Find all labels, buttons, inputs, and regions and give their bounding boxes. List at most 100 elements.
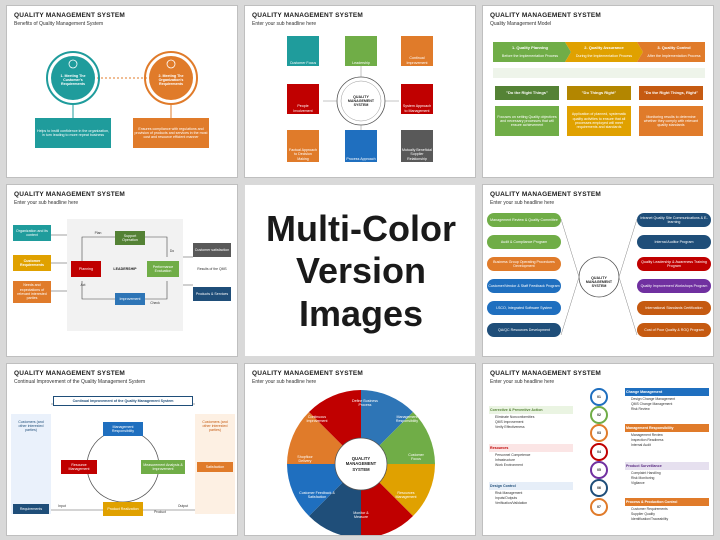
program-left-2: Audit & Compliance Program bbox=[487, 235, 561, 249]
wheel-resources-management: Resources Management bbox=[395, 490, 417, 499]
caption-panel: Multi-Color Version Images bbox=[244, 184, 476, 357]
slide-title: QUALITY MANAGEMENT SYSTEM bbox=[252, 12, 364, 19]
step-number-02: 02 bbox=[597, 413, 601, 417]
left-block-2-item-3: Work Environment bbox=[495, 463, 523, 467]
program-left-3: Business Group Operating Procedures Deve… bbox=[487, 257, 561, 271]
model-step-3-head: 3. Quality Control bbox=[657, 44, 691, 50]
principle-people-involvement: People Involvement bbox=[287, 84, 319, 114]
pdca-performance-evaluation: Performance Evaluation bbox=[147, 261, 179, 277]
model-step-2-head: 2. Quality Assurance bbox=[584, 44, 624, 50]
model-step-2-body: Application of planned, systematic quali… bbox=[567, 106, 631, 136]
wheel-customer-focus: Customer Focus bbox=[408, 452, 424, 461]
wheel-shopfloor-delivery: Shopfloor Delivery bbox=[297, 454, 313, 463]
result-products-services: Products & Services bbox=[193, 287, 231, 301]
model-step-1-body: Focuses on setting Quality objectives an… bbox=[495, 106, 559, 136]
pdca-check-label: Check bbox=[150, 301, 160, 305]
slide-thumbnail-1[interactable]: QUALITY MANAGEMENT SYSTEM Benefits of Qu… bbox=[6, 5, 238, 178]
principle-leadership: Leadership bbox=[345, 36, 377, 66]
right-block-1-item-3: Risk Review bbox=[631, 407, 650, 411]
customers-left: Customers (and other interested parties) bbox=[18, 419, 44, 433]
right-block-2-item-1: Management Review bbox=[631, 433, 663, 437]
slide-thumbnail-2[interactable]: QUALITY MANAGEMENT SYSTEM Enter your sub… bbox=[244, 5, 476, 178]
principles-graphic bbox=[323, 56, 399, 136]
resource-management: Resource Management bbox=[61, 460, 97, 474]
right-block-3-head: Product Surveillance bbox=[625, 462, 709, 470]
left-block-3-item-1: Risk Management bbox=[495, 491, 523, 495]
benefit-circle-customer: 1. Meeting The Customer's Requirements bbox=[60, 73, 86, 87]
left-block-1-head: Corrective & Preventive Action bbox=[489, 406, 573, 414]
pdca-do-label: Do bbox=[169, 249, 175, 253]
slide-title: QUALITY MANAGEMENT SYSTEM bbox=[252, 370, 364, 377]
program-right-4: Quality Improvement Workshops Program bbox=[637, 279, 711, 293]
improvement-banner: Continual Improvement of the Quality Man… bbox=[53, 396, 193, 406]
right-block-3-item-1: Complaint Handling bbox=[631, 471, 661, 475]
model-step-3-quote: "Do the Right Things, Right" bbox=[639, 86, 703, 100]
right-block-2-item-3: Internal Audit bbox=[631, 443, 651, 447]
wheel-management-responsibility: Management Responsibility bbox=[395, 414, 419, 423]
slide-thumbnail-9[interactable]: QUALITY MANAGEMENT SYSTEM Enter your sub… bbox=[482, 363, 714, 536]
principle-process-approach: Process Approach bbox=[345, 130, 377, 162]
pdca-support-operation: Support Operation bbox=[115, 231, 145, 245]
program-graphic bbox=[560, 218, 638, 336]
right-block-4-head: Process & Production Control bbox=[625, 498, 709, 506]
customers-right: Customers (and other interested parties) bbox=[202, 419, 228, 433]
slide-subtitle: Enter your sub headline here bbox=[490, 200, 555, 206]
slide-subtitle: Benefits of Quality Management System bbox=[14, 21, 104, 27]
program-right-2: Internal Auditor Program bbox=[637, 235, 711, 249]
principle-center: QUALITY MANAGEMENT SYSTEM bbox=[347, 94, 375, 108]
slide-subtitle: Enter your sub headline here bbox=[252, 21, 317, 27]
multi-color-caption: Multi-Color Version Images bbox=[266, 207, 456, 334]
input-label: Input bbox=[58, 504, 66, 508]
context-customer-requirements: Customer Requirements bbox=[13, 255, 51, 271]
slide-title: QUALITY MANAGEMENT SYSTEM bbox=[14, 191, 126, 198]
program-left-5: I-SCO, Integrated Software System bbox=[487, 301, 561, 315]
model-step-3-body: Monitoring results to determine whether … bbox=[639, 106, 703, 136]
wheel-customer-feedback: Customer Feedback & Satisfaction bbox=[299, 490, 335, 499]
right-block-3-item-2: Risk Monitoring bbox=[631, 476, 655, 480]
model-graphic bbox=[493, 42, 705, 78]
step-number-03: 03 bbox=[597, 431, 601, 435]
left-block-2-item-1: Personnel Competence bbox=[495, 453, 531, 457]
benefit-box-organization: Ensures compliance with regulations and … bbox=[133, 118, 209, 148]
program-left-4: Customer/Vendor & Staff Feedback Program bbox=[487, 279, 561, 293]
benefits-graphic bbox=[46, 51, 198, 118]
model-step-2-quote: "Do Things Right" bbox=[567, 86, 631, 100]
left-block-3-head: Design Control bbox=[489, 482, 573, 490]
program-right-1: Intranet Quality Site Communications & E… bbox=[637, 213, 711, 227]
slide-thumbnail-7[interactable]: QUALITY MANAGEMENT SYSTEM Continual Impr… bbox=[6, 363, 238, 536]
slide-subtitle: Enter your sub headline here bbox=[490, 379, 555, 385]
result-customer-satisfaction: Customer satisfaction bbox=[193, 243, 231, 257]
wheel-center: QUALITY MANAGEMENT SYSTEM bbox=[345, 456, 377, 472]
slide-subtitle: Enter your sub headline here bbox=[252, 379, 317, 385]
wheel-define-business-process: Define Business Process bbox=[352, 398, 378, 407]
slide-title: QUALITY MANAGEMENT SYSTEM bbox=[14, 12, 126, 19]
model-step-1-quote: "Do the Right Things" bbox=[495, 86, 559, 100]
slide-thumbnail-6[interactable]: QUALITY MANAGEMENT SYSTEM Enter your sub… bbox=[482, 184, 714, 357]
principle-continual-improvement: Continual Improvement bbox=[401, 36, 433, 66]
left-block-1-item-2: QMS Improvement bbox=[495, 420, 524, 424]
slide-thumbnail-3[interactable]: QUALITY MANAGEMENT SYSTEM Quality Manage… bbox=[482, 5, 714, 178]
left-block-2-head: Resources bbox=[489, 444, 573, 452]
right-block-4-item-1: Customer Requirements bbox=[631, 507, 668, 511]
right-block-1-head: Change Management bbox=[625, 388, 709, 396]
benefit-circle-organization: 2. Meeting The Organization's Requiremen… bbox=[158, 73, 184, 87]
right-block-4-item-3: Identification/Traceability bbox=[631, 517, 669, 521]
wheel-continuous-improvement: Continuous Improvement bbox=[306, 414, 328, 423]
slide-subtitle: Quality Management Model bbox=[490, 21, 552, 27]
output-label: Output bbox=[177, 504, 189, 508]
step-number-01: 01 bbox=[597, 395, 601, 399]
left-block-3-item-2: Inputs/Outputs bbox=[495, 496, 518, 500]
right-block-4-item-2: Supplier Quality bbox=[631, 512, 655, 516]
model-step-1-head: 1. Quality Planning bbox=[511, 44, 548, 50]
left-block-3-item-3: Verification/Validation bbox=[495, 501, 528, 505]
right-block-1-item-2: QMS Change Management bbox=[631, 402, 673, 406]
step-number-04: 04 bbox=[597, 450, 601, 454]
right-block-2-head: Management Responsibility bbox=[625, 424, 709, 432]
slide-thumbnail-8[interactable]: QUALITY MANAGEMENT SYSTEM Enter your sub… bbox=[244, 363, 476, 536]
right-block-1-item-1: Design Change Management bbox=[631, 397, 676, 401]
slide-subtitle: Enter your sub headline here bbox=[14, 200, 79, 206]
slide-thumbnail-4[interactable]: QUALITY MANAGEMENT SYSTEM Enter your sub… bbox=[6, 184, 238, 357]
benefit-box-customer: Helps to instill confidence in the organ… bbox=[35, 118, 111, 148]
model-step-2-sub: During the Implementation Process bbox=[575, 54, 633, 59]
